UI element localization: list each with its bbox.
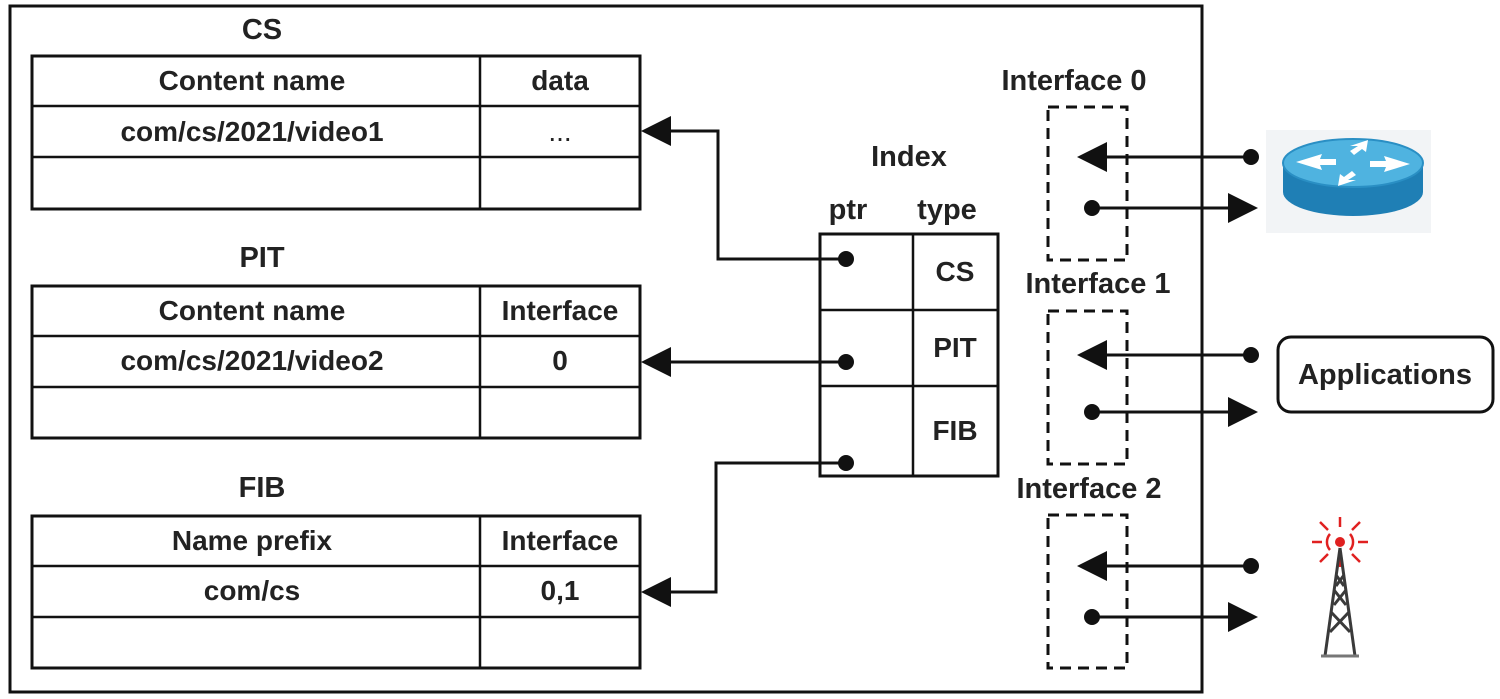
node-border xyxy=(8,4,1204,694)
interface-2: Interface 2 xyxy=(1016,473,1259,670)
interface-1-label: Interface 1 xyxy=(1025,268,1170,300)
pit-table-title: PIT xyxy=(239,242,284,274)
cs-header-data: data xyxy=(531,65,589,96)
pointer-arrow-to-cs xyxy=(641,116,846,261)
interface-0-label: Interface 0 xyxy=(1001,65,1146,97)
fib-header-name-prefix: Name prefix xyxy=(172,525,333,556)
pit-table-frame xyxy=(30,284,642,440)
index-table: Index ptr type CS PIT FIB xyxy=(818,141,1000,478)
interface-1-box xyxy=(1046,309,1129,466)
pit-row-1-interface: 0 xyxy=(552,345,568,376)
interface-2-box xyxy=(1046,513,1129,670)
interface-2-label: Interface 2 xyxy=(1016,473,1161,505)
interface-0-box xyxy=(1046,105,1129,262)
radio-tower-icon xyxy=(1312,517,1368,658)
router-icon xyxy=(1266,130,1431,233)
interface-1: Interface 1 xyxy=(1025,268,1259,466)
pit-table: PIT Content name Interface com/cs/2021/v… xyxy=(30,242,642,440)
cs-row-1-data: ... xyxy=(548,116,571,147)
pit-header-interface: Interface xyxy=(502,295,619,326)
cs-row-1-name: com/cs/2021/video1 xyxy=(120,116,383,147)
pointer-arrow-to-fib xyxy=(641,461,846,607)
pit-header-content-name: Content name xyxy=(159,295,346,326)
applications-label: Applications xyxy=(1298,359,1472,391)
fib-table: FIB Name prefix Interface com/cs 0,1 xyxy=(30,472,642,670)
cs-table-title: CS xyxy=(242,14,282,46)
pit-row-1-name: com/cs/2021/video2 xyxy=(120,345,383,376)
index-type-fib: FIB xyxy=(932,415,977,446)
cs-table: CS Content name data com/cs/2021/video1 … xyxy=(30,14,642,211)
fib-row-1-prefix: com/cs xyxy=(204,575,301,606)
applications-box-frame xyxy=(1276,335,1495,414)
fib-table-frame xyxy=(30,514,642,670)
fib-header-interface: Interface xyxy=(502,525,619,556)
fib-row-1-interface: 0,1 xyxy=(541,575,580,606)
index-type-pit: PIT xyxy=(933,332,977,363)
index-frame xyxy=(818,232,1000,478)
applications-box: Applications xyxy=(1276,335,1495,414)
index-title: Index xyxy=(871,141,947,173)
fib-table-title: FIB xyxy=(239,472,286,504)
index-col-type: type xyxy=(917,194,977,226)
index-type-cs: CS xyxy=(936,256,975,287)
cs-table-frame xyxy=(30,54,642,211)
index-col-ptr: ptr xyxy=(829,194,868,226)
cs-header-content-name: Content name xyxy=(159,65,346,96)
interface-0: Interface 0 xyxy=(1001,65,1259,262)
